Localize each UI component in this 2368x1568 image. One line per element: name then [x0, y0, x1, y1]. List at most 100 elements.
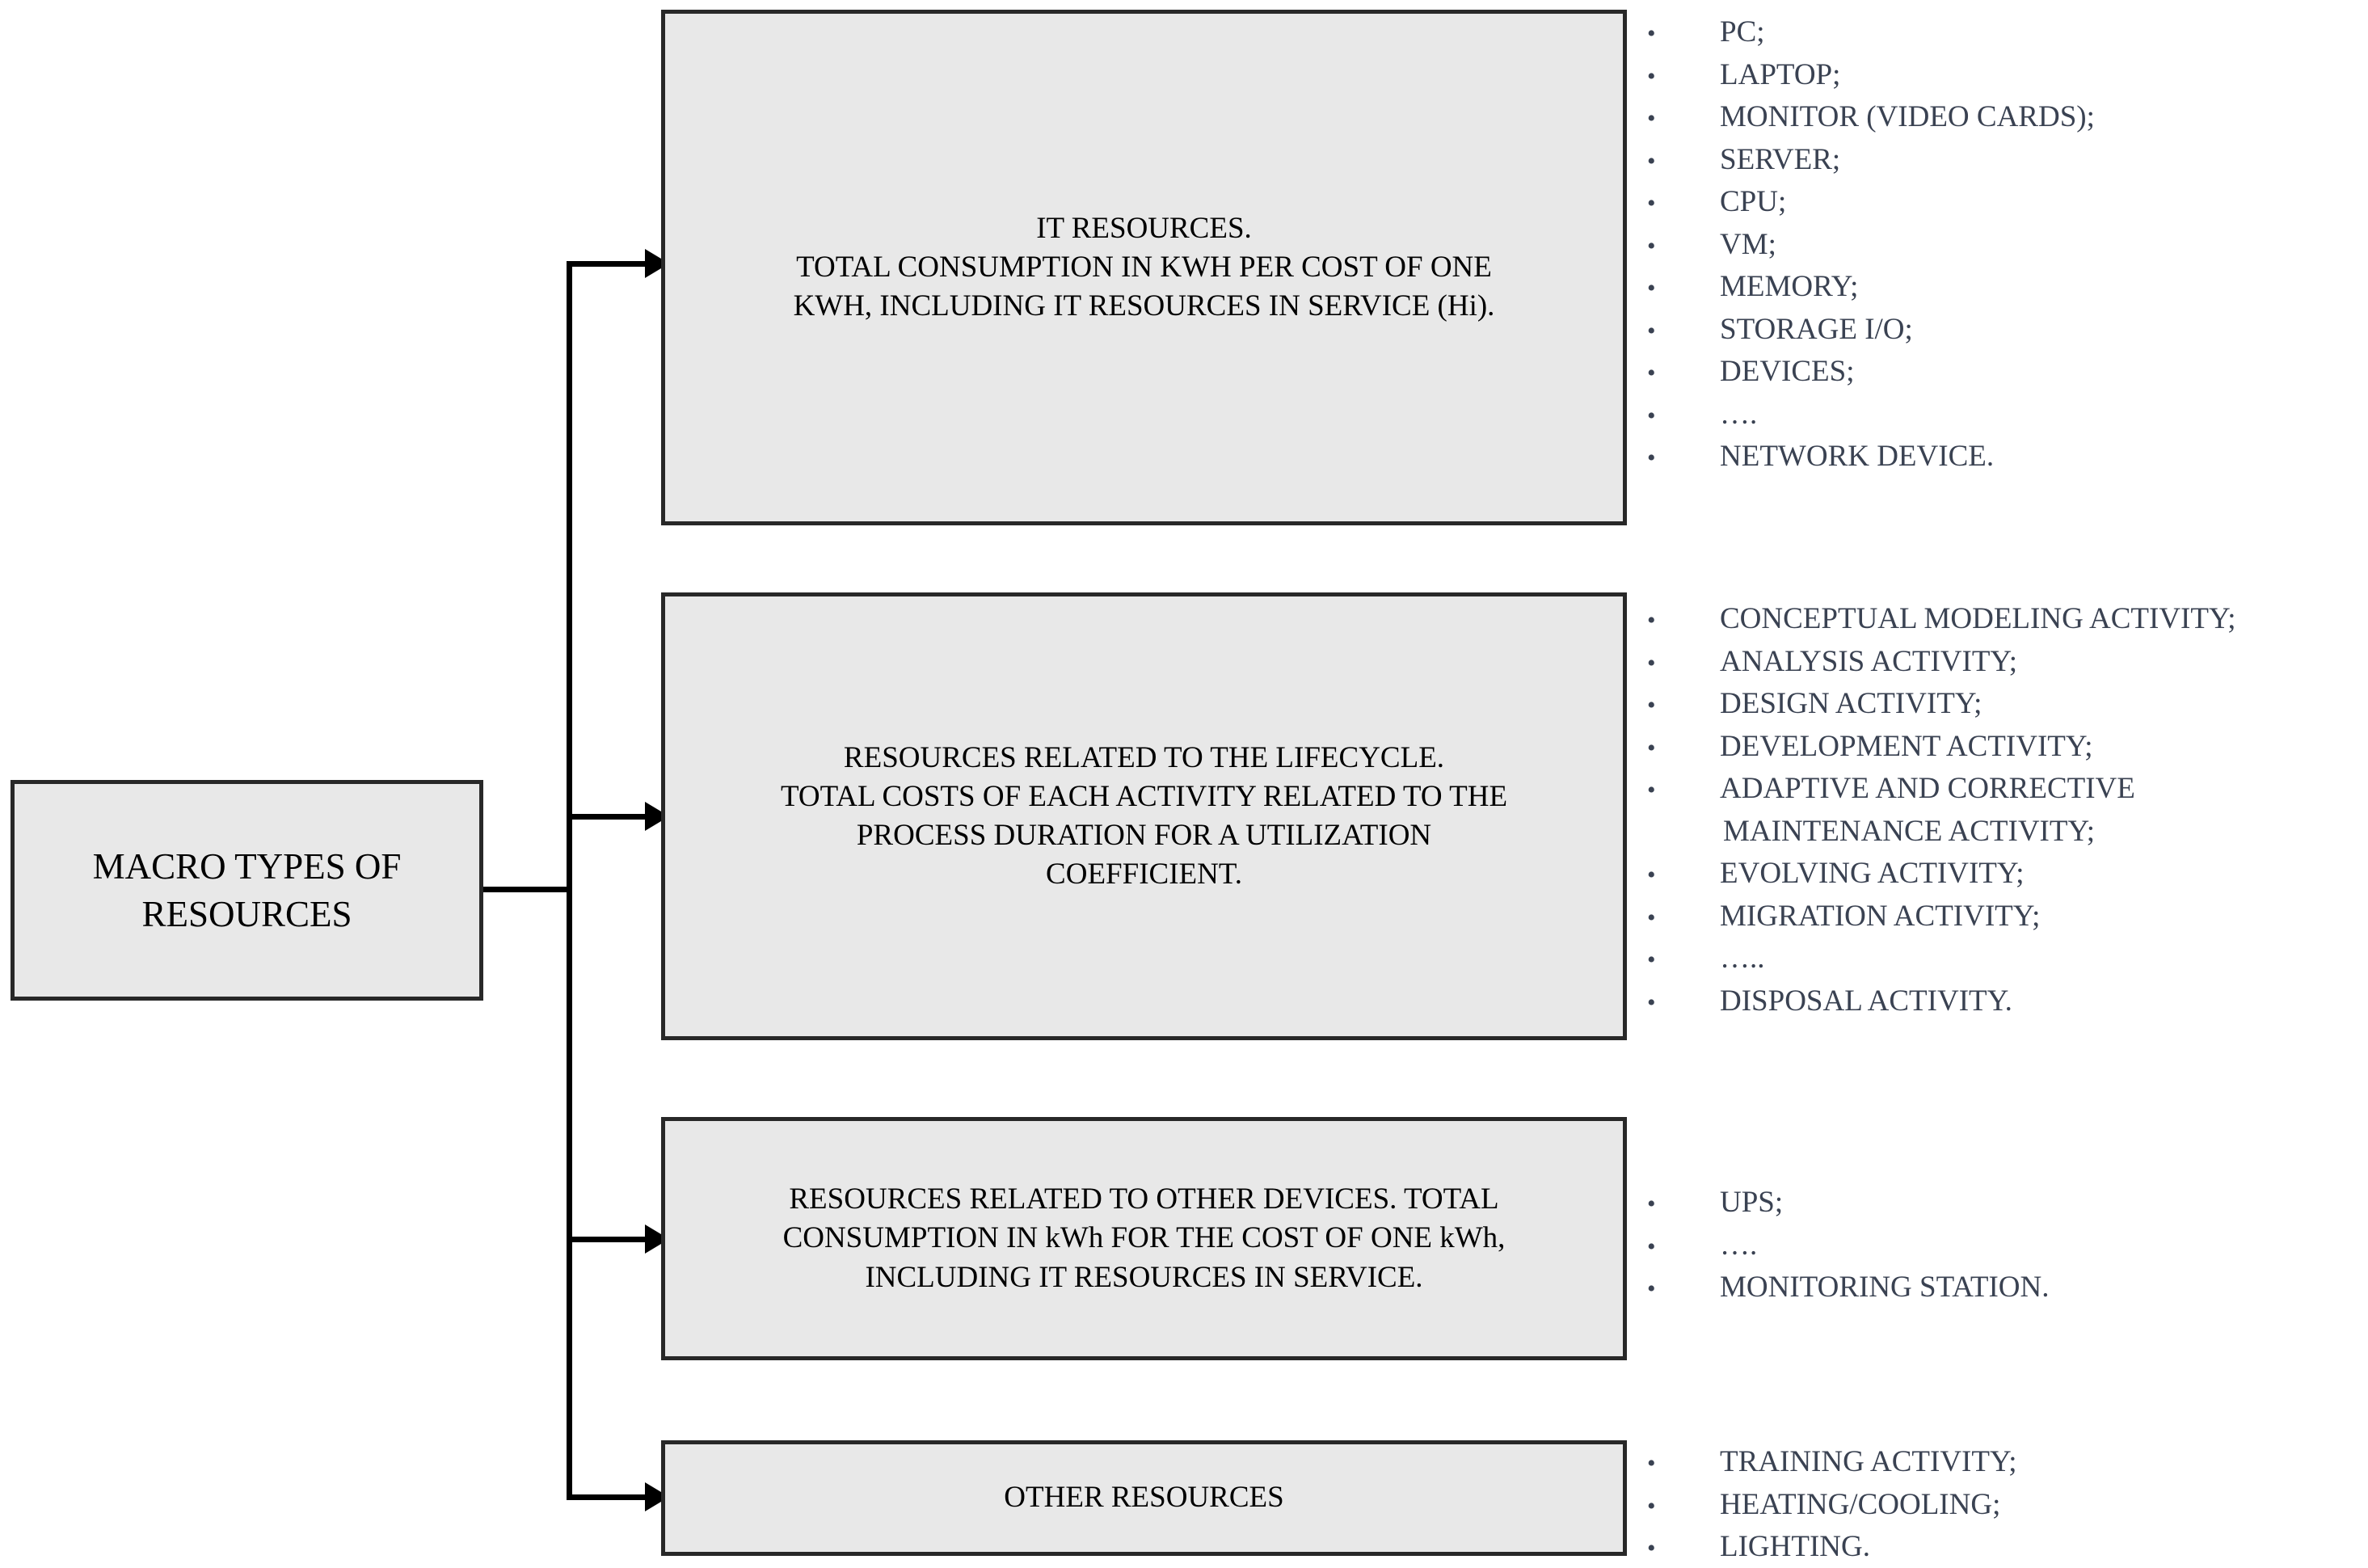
connector-branch-1 — [567, 261, 651, 267]
bullet-dot-icon — [1647, 361, 1720, 386]
bullet-dot-icon — [1647, 234, 1720, 259]
list-item: MEMORY; — [1647, 266, 2095, 309]
node-macro-label: MACRO TYPES OF RESOURCES — [92, 846, 402, 934]
node-other-devices-resources[interactable]: RESOURCES RELATED TO OTHER DEVICES. TOTA… — [661, 1117, 1627, 1360]
bullet-dot-icon — [1647, 65, 1720, 89]
list-item-label: STORAGE I/O; — [1720, 312, 1913, 346]
bullet-dot-icon — [1647, 1536, 1720, 1561]
list-item: EVOLVING ACTIVITY; — [1647, 853, 2236, 896]
list-item-label: LAPTOP; — [1720, 57, 1841, 91]
list-item-label: MONITOR (VIDEO CARDS); — [1720, 100, 2095, 134]
node-lifecycle-resources[interactable]: RESOURCES RELATED TO THE LIFECYCLE. TOTA… — [661, 592, 1627, 1040]
bullet-dot-icon — [1647, 107, 1720, 131]
list-item: LIGHTING. — [1647, 1526, 2017, 1568]
connector-root-stub — [483, 887, 572, 892]
list-item-label: HEATING/COOLING; — [1720, 1487, 2001, 1521]
list-item: STORAGE I/O; — [1647, 309, 2095, 352]
list-item: ADAPTIVE AND CORRECTIVE — [1647, 768, 2236, 811]
node-it-resources-label: IT RESOURCES. TOTAL CONSUMPTION IN KWH P… — [793, 211, 1495, 323]
list-item-label: ANALYSIS ACTIVITY; — [1720, 644, 2018, 678]
connector-branch-3 — [567, 1237, 651, 1242]
list-item: …. — [1647, 394, 2095, 436]
list-item-label: DEVELOPMENT ACTIVITY; — [1720, 729, 2093, 763]
list-item-label: TRAINING ACTIVITY; — [1720, 1445, 2017, 1478]
list-item: DISPOSAL ACTIVITY. — [1647, 980, 2236, 1023]
bullet-dot-icon — [1647, 1494, 1720, 1519]
node-other-resources-label: OTHER RESOURCES — [1004, 1481, 1284, 1515]
list-item-label: DESIGN ACTIVITY; — [1720, 687, 1982, 721]
list-item: HEATING/COOLING; — [1647, 1484, 2017, 1527]
bullet-dot-icon — [1647, 948, 1720, 972]
list-item-label: NETWORK DEVICE. — [1720, 440, 1995, 474]
node-it-resources[interactable]: IT RESOURCES. TOTAL CONSUMPTION IN KWH P… — [661, 10, 1627, 525]
bullet-dot-icon — [1647, 651, 1720, 676]
list-item: MONITORING STATION. — [1647, 1267, 2049, 1309]
list-item-label: MONITORING STATION. — [1720, 1271, 2050, 1305]
list-item: TRAINING ACTIVITY; — [1647, 1441, 2017, 1484]
list-item: NETWORK DEVICE. — [1647, 436, 2095, 478]
list-item-label: …. — [1720, 1228, 1758, 1262]
list-item: ANALYSIS ACTIVITY; — [1647, 641, 2236, 684]
list-item-label: MAINTENANCE ACTIVITY; — [1723, 814, 2096, 848]
list-item-label: ….. — [1720, 942, 1765, 976]
list-item-label: LIGHTING. — [1720, 1530, 1870, 1564]
bullet-list-other-resources: TRAINING ACTIVITY; HEATING/COOLING; LIGHTI… — [1647, 1441, 2017, 1568]
bullet-dot-icon — [1647, 1277, 1720, 1301]
list-item: …. — [1647, 1224, 2049, 1267]
list-item: DEVELOPMENT ACTIVITY; — [1647, 726, 2236, 769]
list-item: MAINTENANCE ACTIVITY; — [1647, 811, 2236, 854]
list-item-label: UPS; — [1720, 1186, 1784, 1219]
bullet-dot-icon — [1647, 404, 1720, 428]
bullet-dot-icon — [1647, 150, 1720, 174]
bullet-dot-icon — [1647, 863, 1720, 887]
list-item-label: PC; — [1720, 15, 1765, 48]
bullet-dot-icon — [1647, 446, 1720, 470]
list-item-label: SERVER; — [1720, 142, 1841, 176]
bullet-list-other-devices-resources: UPS; …. MONITORING STATION. — [1647, 1182, 2049, 1309]
bullet-list-it-resources: PC; LAPTOP; MONITOR (VIDEO CARDS); SERVER; C… — [1647, 11, 2095, 478]
list-item: CPU; — [1647, 181, 2095, 224]
list-item: SERVER; — [1647, 139, 2095, 182]
bullet-dot-icon — [1647, 1452, 1720, 1476]
list-item-label: CONCEPTUAL MODELING ACTIVITY; — [1720, 602, 2236, 635]
list-item: VM; — [1647, 224, 2095, 267]
list-item-label: …. — [1720, 397, 1758, 431]
bullet-dot-icon — [1647, 1192, 1720, 1216]
node-macro-types-of-resources[interactable]: MACRO TYPES OF RESOURCES — [11, 780, 483, 1001]
bullet-dot-icon — [1647, 906, 1720, 930]
list-item: ….. — [1647, 938, 2236, 980]
connector-vertical-trunk — [567, 261, 572, 1500]
list-item-label: MEMORY; — [1720, 270, 1859, 304]
bullet-dot-icon — [1647, 609, 1720, 633]
list-item-label: MIGRATION ACTIVITY; — [1720, 899, 2041, 933]
bullet-dot-icon — [1647, 22, 1720, 46]
bullet-dot-icon — [1647, 276, 1720, 301]
bullet-dot-icon — [1647, 693, 1720, 718]
bullet-list-lifecycle-resources: CONCEPTUAL MODELING ACTIVITY; ANALYSIS AC… — [1647, 598, 2236, 1022]
list-item: DEVICES; — [1647, 351, 2095, 394]
connector-branch-2 — [567, 814, 651, 820]
list-item: CONCEPTUAL MODELING ACTIVITY; — [1647, 598, 2236, 641]
bullet-dot-icon — [1647, 1235, 1720, 1259]
list-item-label: DISPOSAL ACTIVITY. — [1720, 984, 2012, 1018]
node-other-resources[interactable]: OTHER RESOURCES — [661, 1440, 1627, 1556]
list-item: UPS; — [1647, 1182, 2049, 1224]
list-item-label: CPU; — [1720, 185, 1787, 219]
list-item-label: VM; — [1720, 227, 1776, 261]
list-item: MONITOR (VIDEO CARDS); — [1647, 96, 2095, 139]
node-other-devices-resources-label: RESOURCES RELATED TO OTHER DEVICES. TOTA… — [782, 1182, 1506, 1294]
list-item: LAPTOP; — [1647, 54, 2095, 97]
list-item-label: DEVICES; — [1720, 355, 1855, 389]
bullet-dot-icon — [1647, 991, 1720, 1015]
connector-branch-4 — [567, 1494, 651, 1500]
bullet-dot-icon — [1647, 778, 1720, 803]
list-item: MIGRATION ACTIVITY; — [1647, 896, 2236, 938]
list-item-label: ADAPTIVE AND CORRECTIVE — [1720, 772, 2135, 806]
bullet-dot-icon — [1647, 192, 1720, 216]
bullet-dot-icon — [1647, 319, 1720, 344]
list-item-label: EVOLVING ACTIVITY; — [1720, 857, 2025, 891]
list-item: PC; — [1647, 11, 2095, 54]
node-lifecycle-resources-label: RESOURCES RELATED TO THE LIFECYCLE. TOTA… — [780, 740, 1508, 891]
list-item: DESIGN ACTIVITY; — [1647, 683, 2236, 726]
